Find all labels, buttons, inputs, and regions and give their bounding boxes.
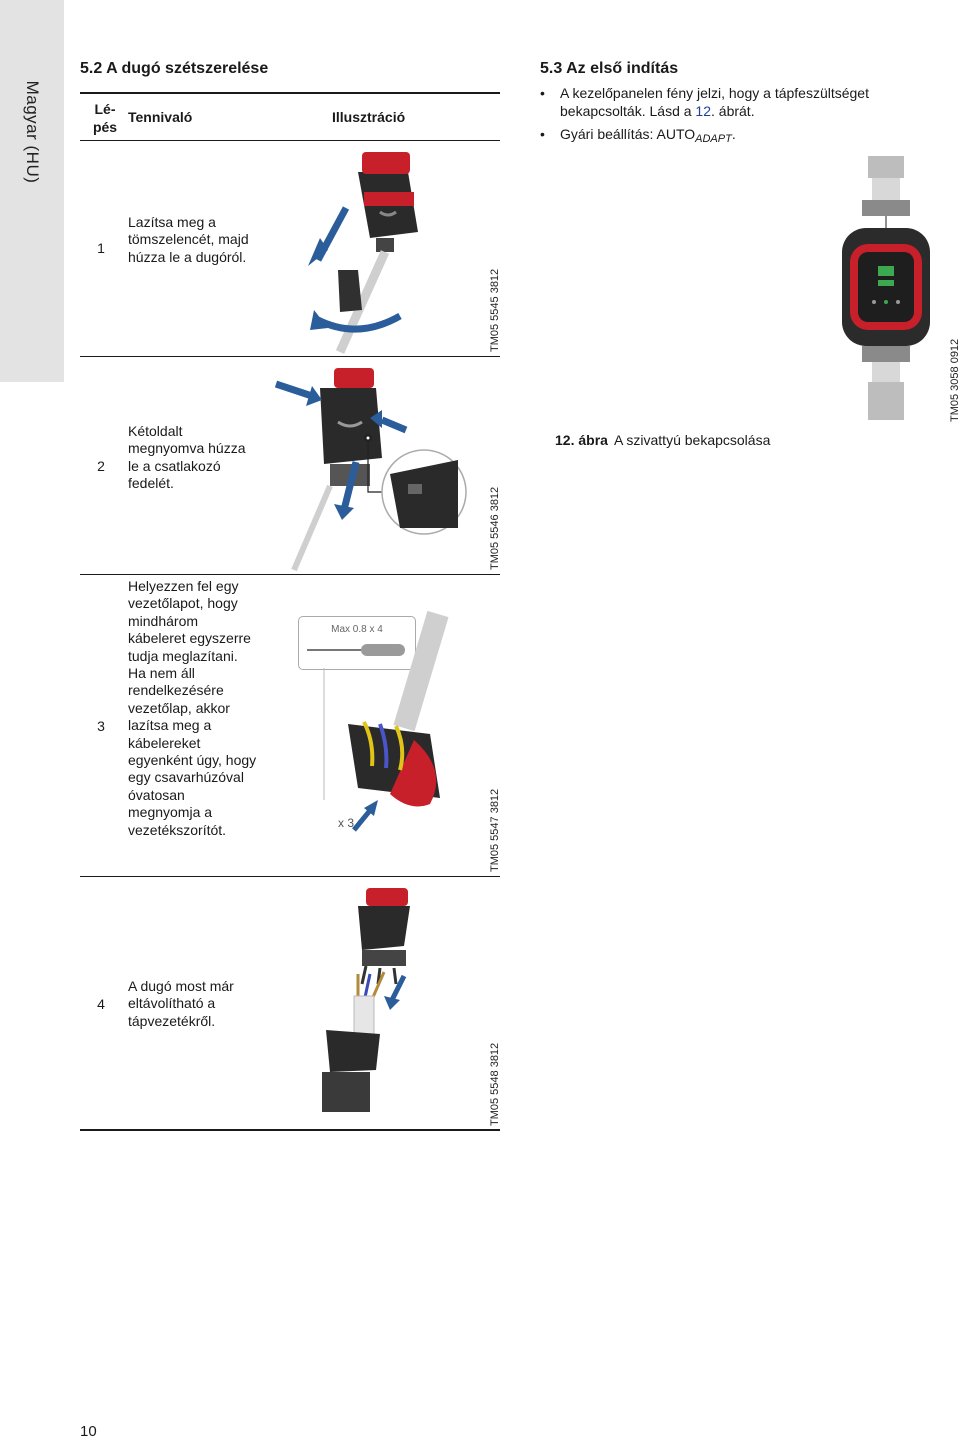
- header-todo: Tennivaló: [128, 109, 193, 125]
- illustration-loosen-gland: [308, 152, 418, 354]
- table-bottom-rule: [80, 1129, 500, 1131]
- bullet-text-end: . ábrát.: [711, 103, 755, 119]
- step-number-2: 2: [97, 458, 105, 474]
- bullet-text-end: .: [731, 126, 736, 142]
- figure-caption: 12. ábra A szivattyú bekapcsolása: [555, 432, 770, 448]
- bullet-text: A kezelőpanelen fény jelzi, hogy a tápfe…: [560, 85, 869, 119]
- step-number-1: 1: [97, 240, 105, 256]
- bullet-text: Gyári beállítás: AUTO: [560, 126, 696, 142]
- row-divider: [80, 356, 500, 357]
- figure-caption-text: A szivattyú bekapcsolása: [613, 432, 771, 448]
- step-text-4: A dugó most már eltávolítható a tápvezet…: [128, 978, 234, 1029]
- header-step: Lé- pés: [92, 101, 118, 135]
- step-number-4: 4: [97, 996, 105, 1012]
- section-title-dismantling: 5.2 A dugó szétszerelése: [80, 60, 269, 77]
- figure-code-1: TM05 5545 3812: [489, 268, 501, 352]
- first-start-list: A kezelőpanelen fény jelzi, hogy a tápfe…: [540, 84, 920, 153]
- figure-code-pump: TM05 3058 0912: [949, 338, 960, 422]
- row-divider: [80, 574, 500, 575]
- table-header: Lé- pés Tennivaló Illusztráció: [80, 92, 500, 141]
- figure-number: 12. ábra: [555, 432, 608, 448]
- list-item: A kezelőpanelen fény jelzi, hogy a tápfe…: [540, 84, 920, 120]
- page-number: 10: [80, 1423, 97, 1440]
- step-number-3: 3: [97, 718, 105, 734]
- step-text-1: Lazítsa meg a tömszelencét, majd húzza l…: [128, 214, 249, 265]
- figure-code-2: TM05 5546 3812: [489, 486, 501, 570]
- header-illustration: Illusztráció: [332, 109, 406, 125]
- screwdriver-icon: [307, 644, 405, 656]
- list-item: Gyári beállítás: AUTOADAPT.: [540, 125, 920, 148]
- step-text-2: Kétoldalt megnyomva húzza le a csatlakoz…: [128, 423, 246, 492]
- pump-illustration: [842, 156, 930, 420]
- illustration-remove-plug: [322, 888, 410, 1112]
- screwdriver-spec-label: Max 0.8 x 4: [331, 624, 383, 635]
- language-tab-label: Magyar (HU): [23, 80, 42, 184]
- figure-code-4: TM05 5548 3812: [489, 1042, 501, 1126]
- figure-code-3: TM05 5547 3812: [489, 788, 501, 872]
- illustration-release-wires: [323, 610, 449, 832]
- step-text-3: Helyezzen fel egy vezetőlapot, hogy mind…: [128, 578, 257, 838]
- screwdriver-box: Max 0.8 x 4: [298, 616, 416, 670]
- row-divider: [80, 876, 500, 877]
- illustration-remove-cover: [274, 368, 467, 572]
- section-title-first-start: 5.3 Az első indítás: [540, 60, 679, 77]
- repeat-count-label: x 3: [338, 816, 355, 830]
- autoadapt-subscript: ADAPT: [695, 133, 732, 145]
- language-tab: Magyar (HU): [0, 0, 64, 382]
- figure-reference-link[interactable]: 12: [695, 103, 711, 119]
